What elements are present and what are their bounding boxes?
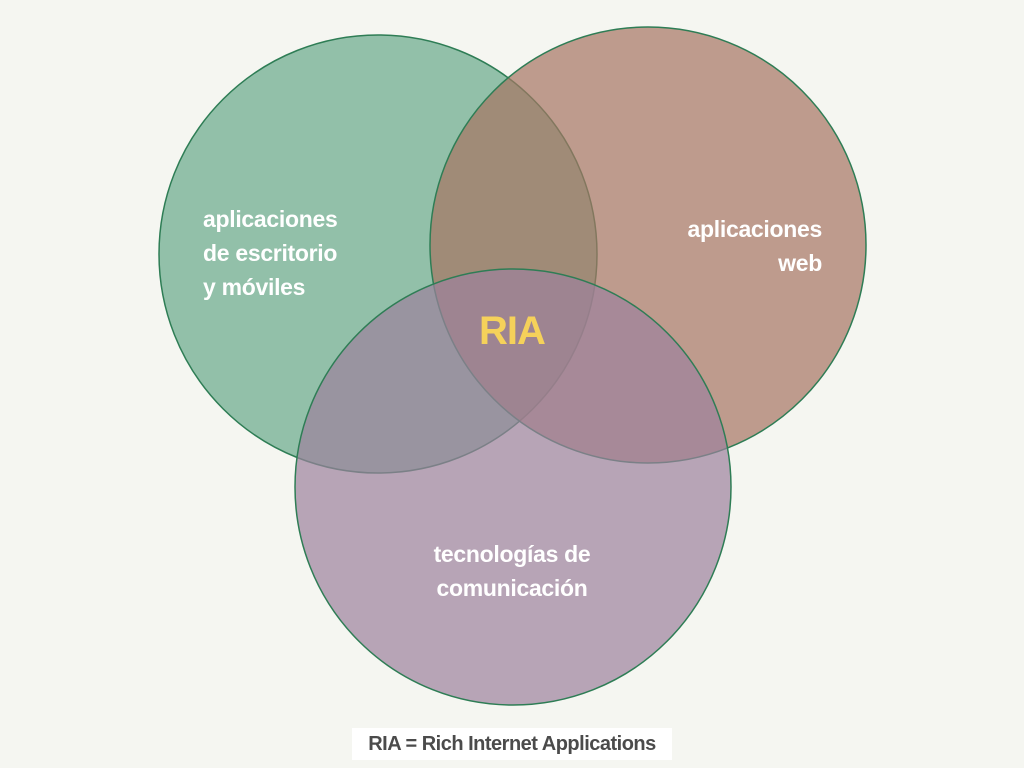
ria-intersection-label: RIA (479, 309, 546, 353)
communication-circle (294, 268, 732, 706)
web-label: aplicaciones web (687, 216, 823, 276)
desktop-mobile-label: aplicaciones de escritorio y móviles (203, 206, 338, 300)
caption: RIA = Rich Internet Applications (352, 728, 672, 760)
communication-label: tecnologías de comunicación (433, 541, 591, 601)
